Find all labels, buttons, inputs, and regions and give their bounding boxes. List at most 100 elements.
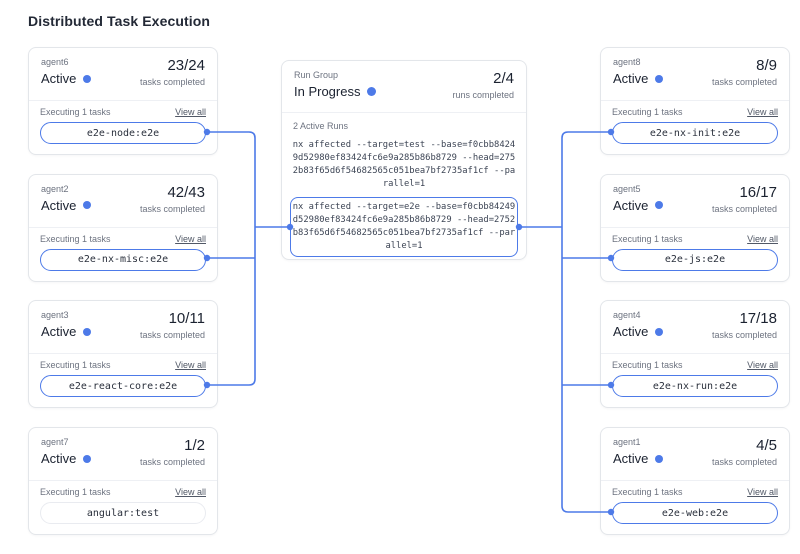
agent-card: agent2 Active 42/43 tasks completed Exec… — [28, 173, 218, 282]
executing-tasks-label: Executing 1 tasks — [40, 233, 111, 244]
agent-card-body: Executing 1 tasks View all e2e-nx-misc:e… — [29, 228, 217, 271]
view-all-link[interactable]: View all — [747, 233, 778, 244]
agent-status-text: Active — [613, 324, 649, 340]
tasks-count-label: tasks completed — [711, 203, 777, 214]
task-pill[interactable]: e2e-web:e2e — [612, 502, 778, 525]
agent-status-text: Active — [41, 451, 77, 467]
agent-name: agent4 — [613, 310, 641, 321]
agent-name: agent7 — [41, 437, 69, 448]
executing-tasks-label: Executing 1 tasks — [40, 107, 111, 117]
view-all-link[interactable]: View all — [747, 487, 778, 498]
tasks-count-label: tasks completed — [139, 330, 205, 341]
agent-status: Active — [41, 323, 92, 340]
runs-count-label: runs completed — [452, 90, 514, 100]
agent-status-text: Active — [41, 197, 77, 213]
task-pill[interactable]: e2e-node:e2e — [40, 122, 206, 144]
agent-card-header: agent6 Active 23/24 tasks completed — [29, 48, 217, 101]
active-runs-label: 2 Active Runs — [293, 121, 349, 131]
executing-tasks-label: Executing 1 tasks — [40, 360, 111, 371]
tasks-count: 17/18 — [739, 310, 777, 328]
agent-card-body: Executing 1 tasks View all angular:test — [29, 481, 217, 525]
agent-card-body: Executing 1 tasks View all e2e-react-cor… — [29, 354, 217, 398]
tasks-count: 4/5 — [756, 437, 777, 455]
tasks-count-label: tasks completed — [711, 330, 777, 341]
tasks-count-label: tasks completed — [139, 77, 205, 87]
active-status-dot — [655, 327, 664, 336]
tasks-count: 8/9 — [756, 57, 777, 74]
in-progress-status-dot — [367, 87, 377, 96]
task-pill[interactable]: e2e-js:e2e — [612, 248, 778, 271]
agent-status: Active — [41, 450, 92, 467]
agent-card-header: agent5 Active 16/17 tasks completed — [601, 175, 789, 228]
tasks-count-label: tasks completed — [711, 77, 777, 87]
agent-status: Active — [613, 323, 664, 340]
left-agent-column: agent6 Active 23/24 tasks completed Exec… — [28, 47, 218, 554]
executing-tasks-label: Executing 1 tasks — [40, 487, 111, 498]
run-group-header: Run Group In Progress 2/4 runs completed — [282, 61, 526, 113]
right-agent-column: agent8 Active 8/9 tasks completed Execut… — [600, 47, 790, 554]
agent-status: Active — [613, 70, 664, 87]
agent-card-body: Executing 1 tasks View all e2e-node:e2e — [29, 101, 217, 144]
run-group-status-text: In Progress — [294, 84, 361, 99]
run-group-status: In Progress — [294, 83, 377, 100]
agent-card-header: agent4 Active 17/18 tasks completed — [601, 301, 789, 355]
agent-status: Active — [41, 70, 92, 87]
view-all-link[interactable]: View all — [175, 487, 206, 498]
agent-card-header: agent1 Active 4/5 tasks completed — [601, 428, 789, 482]
tasks-count: 16/17 — [739, 183, 777, 201]
agent-card: agent4 Active 17/18 tasks completed Exec… — [600, 300, 790, 409]
task-pill[interactable]: e2e-nx-init:e2e — [612, 122, 778, 144]
agent-card-header: agent7 Active 1/2 tasks completed — [29, 428, 217, 482]
task-pill[interactable]: e2e-nx-run:e2e — [612, 375, 778, 398]
view-all-link[interactable]: View all — [747, 360, 778, 371]
tasks-count-label: tasks completed — [711, 457, 777, 468]
agent-name: agent3 — [41, 310, 69, 321]
task-pill[interactable]: e2e-react-core:e2e — [40, 375, 206, 398]
agent-card-header: agent3 Active 10/11 tasks completed — [29, 301, 217, 355]
agent-card: agent6 Active 23/24 tasks completed Exec… — [28, 47, 218, 155]
view-all-link[interactable]: View all — [175, 107, 206, 117]
tasks-count: 10/11 — [168, 310, 205, 328]
agent-status-text: Active — [613, 197, 649, 213]
agent-card-header: agent8 Active 8/9 tasks completed — [601, 48, 789, 101]
agent-card-body: Executing 1 tasks View all e2e-nx-run:e2… — [601, 354, 789, 398]
tasks-count: 23/24 — [167, 57, 205, 74]
tasks-count-label: tasks completed — [139, 457, 205, 468]
agent-card: agent3 Active 10/11 tasks completed Exec… — [28, 300, 218, 409]
agent-card-body: Executing 1 tasks View all e2e-js:e2e — [601, 228, 789, 271]
active-status-dot — [83, 454, 92, 463]
active-status-dot — [655, 201, 664, 210]
view-all-link[interactable]: View all — [175, 360, 206, 371]
agent-status-text: Active — [613, 451, 649, 467]
agent-card-header: agent2 Active 42/43 tasks completed — [29, 175, 217, 228]
task-pill[interactable]: e2e-nx-misc:e2e — [40, 248, 206, 271]
executing-tasks-label: Executing 1 tasks — [612, 107, 683, 117]
executing-tasks-label: Executing 1 tasks — [612, 487, 683, 498]
executing-tasks-label: Executing 1 tasks — [612, 360, 683, 371]
active-status-dot — [655, 454, 664, 463]
runs-count: 2/4 — [493, 70, 514, 87]
agent-card: agent7 Active 1/2 tasks completed Execut… — [28, 427, 218, 536]
agent-card: agent8 Active 8/9 tasks completed Execut… — [600, 47, 790, 155]
active-status-dot — [655, 74, 664, 83]
agent-status: Active — [613, 450, 664, 467]
run-group-label: Run Group — [294, 70, 339, 80]
run-command-text: nx affected --target=e2e --base=f0cbb842… — [292, 202, 516, 251]
agent-name: agent2 — [41, 183, 69, 194]
view-all-link[interactable]: View all — [747, 107, 778, 117]
agent-card-body: Executing 1 tasks View all e2e-web:e2e — [601, 481, 789, 525]
task-pill[interactable]: angular:test — [40, 502, 206, 525]
agent-name: agent5 — [613, 183, 641, 194]
run-command-text: nx affected --target=test --base=f0cbb84… — [292, 140, 516, 189]
active-status-dot — [83, 201, 92, 210]
run-group-card: Run Group In Progress 2/4 runs completed… — [281, 60, 527, 260]
agent-name: agent1 — [613, 437, 641, 448]
tasks-count: 1/2 — [184, 437, 205, 455]
agent-name: agent6 — [41, 57, 69, 67]
view-all-link[interactable]: View all — [175, 233, 206, 244]
agent-card-body: Executing 1 tasks View all e2e-nx-init:e… — [601, 101, 789, 144]
agent-status: Active — [613, 197, 664, 214]
agent-card: agent5 Active 16/17 tasks completed Exec… — [600, 173, 790, 282]
active-run-command-box[interactable]: nx affected --target=e2e --base=f0cbb842… — [290, 197, 518, 257]
active-status-dot — [83, 74, 92, 83]
